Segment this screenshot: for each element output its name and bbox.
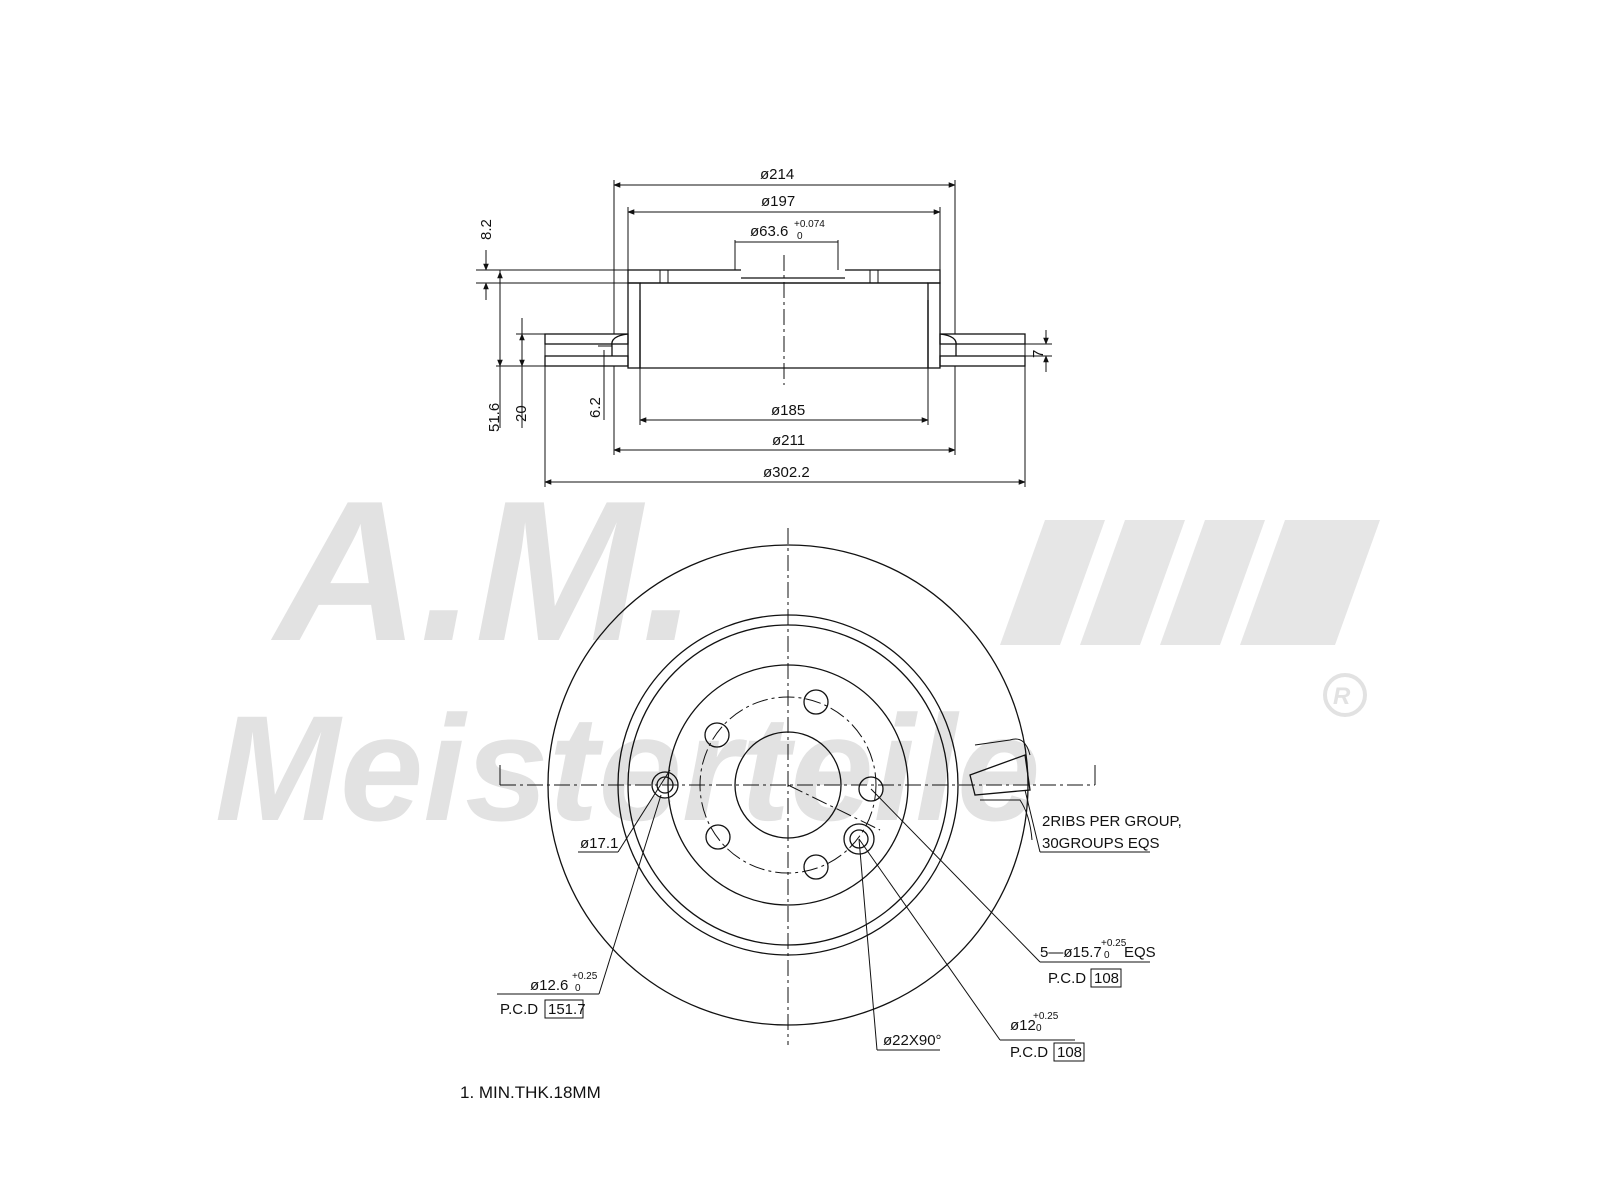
dim-h6-2: 6.2 — [587, 397, 604, 418]
label-pcd-2: P.C.D — [1010, 1044, 1048, 1061]
bolt-hole — [704, 722, 730, 748]
pcd-box-2 — [1053, 1042, 1085, 1062]
watermark: A.M. Meisterteile R — [215, 460, 1380, 852]
label-holes-5: 5—ø15.7 — [1040, 944, 1102, 961]
stud-hole-left — [659, 269, 669, 284]
label-ribs-line-2: 30GROUPS EQS — [1042, 835, 1160, 852]
friction-ring-right-inner — [939, 355, 1026, 367]
dim-h51-6: 51.6 — [486, 403, 503, 432]
watermark-stripes-logo — [1000, 520, 1380, 645]
hat-wall-left — [627, 282, 641, 369]
label-pcd-value-1: 151.7 — [548, 1001, 586, 1018]
dim-d63-6: ø63.6 — [750, 223, 788, 240]
dim-d197: ø197 — [761, 193, 795, 210]
pcd-box-3 — [1090, 968, 1122, 988]
label-holes-5-tol-upper: +0.25 — [1101, 938, 1127, 949]
hat-wall-right — [927, 282, 941, 369]
friction-ring-left-inner — [544, 355, 629, 367]
label-d12-tol-upper: +0.25 — [1033, 1011, 1059, 1022]
label-d12-6-tol-lower: 0 — [575, 983, 581, 994]
radial-centerline — [787, 784, 881, 831]
bolt-hole — [803, 689, 829, 715]
section-view: ø214 ø197 ø63.6 +0.074 0 ø185 ø211 ø302.… — [476, 166, 1052, 487]
label-holes-5-tol-lower: 0 — [1104, 950, 1110, 961]
dim-d185: ø185 — [771, 402, 805, 419]
label-d12-tol-lower: 0 — [1036, 1023, 1042, 1034]
countersunk-hole-inner — [849, 829, 869, 849]
dim-d211: ø211 — [772, 432, 805, 449]
stud-hole-right — [869, 269, 879, 284]
countersunk-hole — [843, 823, 875, 855]
watermark-brand: Meisterteile — [215, 684, 1040, 852]
label-pcd-value-3: 108 — [1094, 970, 1119, 987]
label-d22x90: ø22X90° — [883, 1032, 942, 1049]
label-d12-6: ø12.6 — [530, 977, 568, 994]
bolt-hole — [858, 776, 884, 802]
note-min-thickness: 1. MIN.THK.18MM — [460, 1083, 601, 1102]
vent-ribs-detail — [969, 738, 1033, 841]
label-d12: ø12 — [1010, 1017, 1036, 1034]
dim-d214: ø214 — [760, 166, 794, 183]
label-holes-5-suffix: EQS — [1124, 944, 1156, 961]
label-pcd-1: P.C.D — [500, 1001, 538, 1018]
dim-h20: 20 — [513, 405, 530, 422]
label-ribs-line-1: 2RIBS PER GROUP, — [1042, 813, 1182, 830]
registered-mark-circle — [1323, 673, 1367, 717]
label-pcd-value-2: 108 — [1057, 1044, 1082, 1061]
dim-d302-2: ø302.2 — [763, 464, 810, 481]
label-d12-6-tol-upper: +0.25 — [572, 971, 598, 982]
friction-ring-right-outer — [939, 333, 1026, 345]
dim-h7: 7 — [1030, 350, 1047, 358]
watermark-script: A.M. — [270, 460, 697, 683]
label-d17-1: ø17.1 — [580, 835, 618, 852]
center-bore-gap — [741, 269, 845, 278]
registered-mark: R — [1333, 683, 1351, 710]
friction-ring-left-outer — [544, 333, 629, 345]
label-pcd-3: P.C.D — [1048, 970, 1086, 987]
dim-d63-6-tol-upper: +0.074 — [794, 219, 825, 230]
pcd-box-1 — [544, 999, 584, 1019]
bolt-hole — [705, 824, 731, 850]
bolt-hole — [803, 854, 829, 880]
front-view: ø17.1 ø12.6 +0.25 0 P.C.D 151.7 ø22X90° … — [497, 528, 1182, 1062]
dim-h8-2: 8.2 — [478, 219, 495, 240]
dim-d63-6-tol-lower: 0 — [797, 231, 803, 242]
